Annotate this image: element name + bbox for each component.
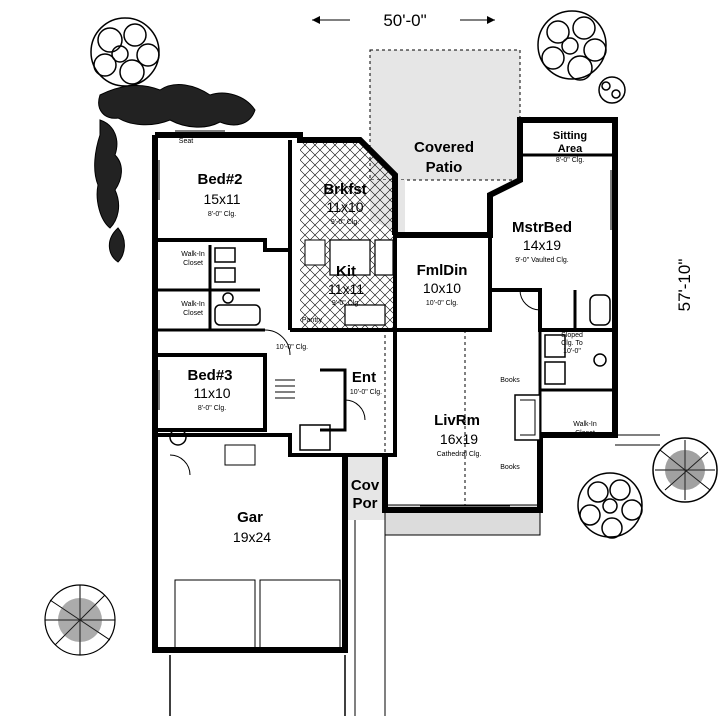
room-mstr: MstrBed 14x19 9'-0" Vaulted Clg. bbox=[512, 219, 572, 264]
room-ceiling: 9'-0" Clg. bbox=[331, 219, 359, 226]
room-bath: Sloped Clg. To 10'-0" bbox=[561, 332, 583, 355]
room-name: Sitting bbox=[553, 130, 587, 142]
books-lower-label: Books bbox=[500, 464, 520, 471]
room-covpor: Cov Por bbox=[351, 477, 380, 512]
bath-note-3: 10'-0" bbox=[563, 348, 581, 355]
room-ceiling: 8'-0" Clg. bbox=[198, 405, 226, 412]
room-name: MstrBed bbox=[512, 219, 572, 236]
dimension-depth: 57'-10" bbox=[675, 259, 694, 312]
room-ceiling: 10'-0" Clg. bbox=[426, 300, 458, 307]
seat-label: Seat bbox=[179, 138, 193, 145]
tree-top-right bbox=[537, 10, 607, 81]
room-name: Bed#3 bbox=[187, 367, 232, 384]
tree-top-left bbox=[90, 17, 160, 87]
room-name: Ent bbox=[352, 369, 376, 386]
closet-name-2: Closet bbox=[183, 260, 203, 267]
room-size: 10x10 bbox=[423, 280, 461, 296]
closet-name-2: Closet bbox=[575, 430, 595, 437]
tree-bottom-left bbox=[44, 584, 116, 656]
room-ceiling: 8'-0" Clg. bbox=[556, 157, 584, 164]
room-ceiling: Cathedral Clg. bbox=[437, 451, 482, 458]
hedge-left bbox=[94, 84, 256, 263]
room-sitting: Sitting Area 8'-0" Clg. bbox=[553, 130, 587, 164]
room-size: 16x19 bbox=[440, 431, 478, 447]
room-name: FmlDin bbox=[417, 262, 468, 279]
room-name: Kit bbox=[336, 263, 356, 280]
books-upper-label: Books bbox=[500, 377, 520, 384]
room-livrm: LivRm 16x19 Cathedral Clg. bbox=[434, 412, 481, 458]
room-kit: Kit 11x11 9'-0" Clg. Pantry bbox=[302, 263, 364, 324]
bath-note: Sloped bbox=[561, 332, 583, 339]
room-ceiling: 9'-0" Vaulted Clg. bbox=[515, 257, 569, 264]
closet-name: Walk-In bbox=[181, 301, 205, 308]
room-size: 14x19 bbox=[523, 237, 561, 253]
shrub-right-1 bbox=[598, 76, 626, 104]
dimension-width: 50'-0" bbox=[312, 11, 495, 30]
room-ceiling: 9'-0" Clg. bbox=[332, 300, 360, 307]
room-patio: Covered Patio bbox=[414, 139, 474, 176]
room-name-2: Area bbox=[558, 143, 583, 155]
room-name: Cov bbox=[351, 477, 380, 494]
hall-ceiling: 10'-0" Clg. bbox=[276, 344, 308, 351]
closet-3: Walk-In Closet bbox=[573, 421, 597, 437]
closet-2: Walk-In Closet bbox=[181, 301, 205, 317]
bath-note-2: Clg. To bbox=[561, 340, 583, 347]
room-name-2: Por bbox=[352, 495, 377, 512]
pantry-label: Pantry bbox=[302, 317, 323, 324]
room-name: Covered bbox=[414, 139, 474, 156]
room-bed2: Bed#2 15x11 8'-0" Clg. bbox=[197, 171, 242, 218]
closet-name: Walk-In bbox=[573, 421, 597, 428]
room-size: 11x11 bbox=[328, 281, 364, 297]
room-ceiling: 10'-0" Clg. bbox=[350, 389, 382, 396]
room-name-2: Patio bbox=[426, 159, 463, 176]
room-size: 15x11 bbox=[203, 191, 240, 207]
room-name: Brkfst bbox=[323, 181, 366, 198]
tree-right-middle bbox=[652, 437, 718, 503]
closet-name: Walk-In bbox=[181, 251, 205, 258]
fixtures bbox=[154, 130, 616, 651]
room-name: LivRm bbox=[434, 412, 480, 429]
landscaping bbox=[44, 10, 718, 656]
room-bed3: Bed#3 11x10 8'-0" Clg. bbox=[187, 367, 232, 412]
breakfast-floor-tile bbox=[300, 140, 395, 240]
closet-1: Walk-In Closet bbox=[181, 251, 205, 267]
walkways bbox=[169, 434, 660, 716]
room-ent: Ent 10'-0" Clg. bbox=[350, 369, 382, 396]
room-size: 19x24 bbox=[233, 529, 271, 545]
closet-name-2: Closet bbox=[183, 310, 203, 317]
room-fmldin: FmlDin 10x10 10'-0" Clg. bbox=[417, 262, 468, 307]
room-brkfst: Brkfst 11x10 9'-0" Clg. bbox=[323, 181, 366, 226]
width-label: 50'-0" bbox=[383, 11, 426, 30]
room-gar: Gar 19x24 bbox=[233, 509, 271, 545]
room-size: 11x10 bbox=[326, 199, 363, 215]
depth-label: 57'-10" bbox=[675, 259, 694, 312]
room-name: Bed#2 bbox=[197, 171, 242, 188]
room-size: 11x10 bbox=[193, 385, 230, 401]
interior-walls bbox=[155, 140, 615, 457]
tree-right-lower bbox=[577, 472, 643, 539]
room-ceiling: 8'-0" Clg. bbox=[208, 211, 236, 218]
room-name: Gar bbox=[237, 509, 263, 526]
